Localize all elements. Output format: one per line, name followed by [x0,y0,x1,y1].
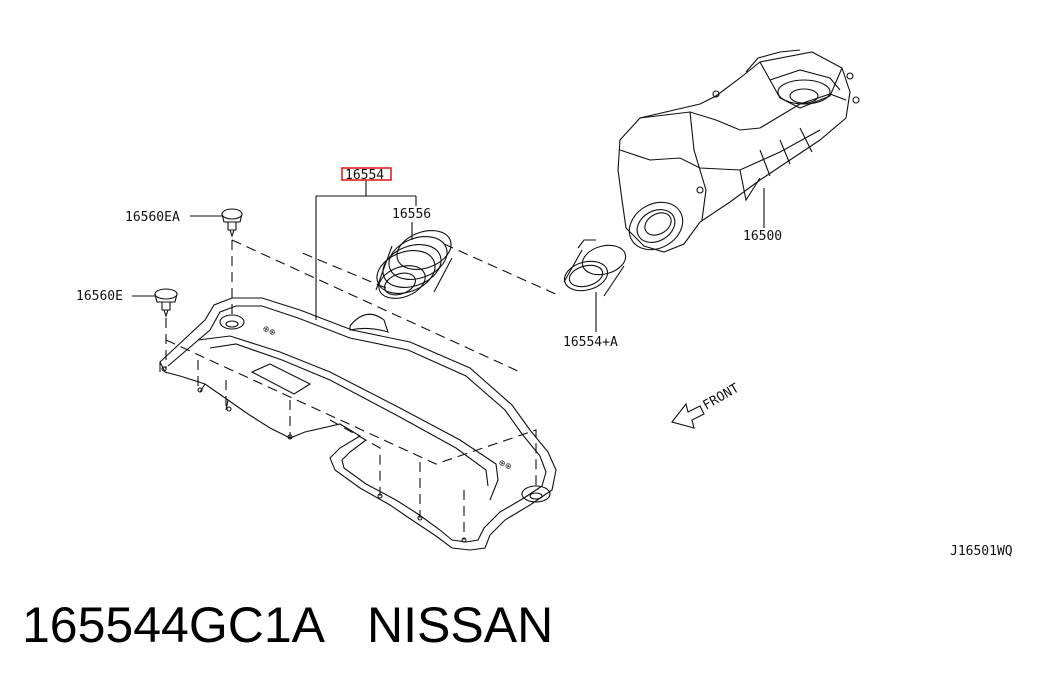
label-front: FRONT [701,381,743,414]
label-air-cleaner: 16500 [743,229,782,244]
svg-text:⊕⊕: ⊕⊕ [497,458,513,472]
leader-lines [132,180,765,332]
label-duct-hose: 16556 [392,207,431,222]
label-drawing-code: J16501WQ [950,544,1013,559]
highlight-box [341,167,392,181]
duct-a [563,239,627,297]
part-number: 165544GC1A [22,597,326,653]
clip-e [154,288,178,318]
brand-name: NISSAN [367,597,554,653]
caption: 165544GC1A NISSAN [22,596,553,654]
svg-text:⊕⊕: ⊕⊕ [261,324,277,338]
label-highlighted-part: 16554 [345,168,384,183]
front-arrow [671,402,705,429]
clip-ea [221,208,243,238]
label-clip-ea: 16560EA [125,210,180,225]
air-cleaner [617,49,860,253]
label-clip-e: 16560E [76,289,123,304]
assembly-guide-lines [165,239,561,540]
duct-hose [375,230,453,299]
under-cover-panel: ⊕⊕ ⊕⊕ [159,297,557,551]
label-duct-a: 16554+A [563,335,618,350]
